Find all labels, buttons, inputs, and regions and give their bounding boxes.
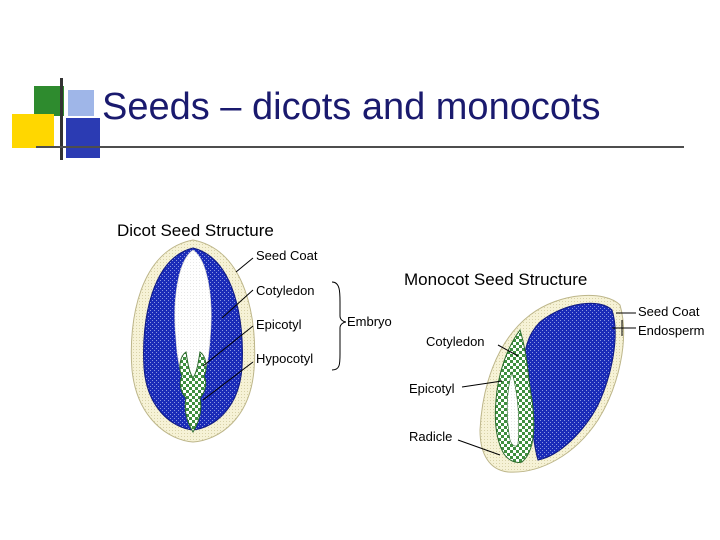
monocot-label-cotyledon: Cotyledon — [426, 334, 485, 349]
monocot-heading: Monocot Seed Structure — [404, 270, 587, 289]
monocot-seed — [479, 294, 625, 473]
deco-square-lightblue — [68, 90, 94, 116]
monocot-endosperm — [524, 302, 616, 461]
dicot-label-hypocotyl: Hypocotyl — [256, 351, 313, 366]
monocot-embryo-cleft — [506, 370, 520, 447]
deco-square-yellow — [12, 114, 54, 148]
monocot-label-endosperm: Endosperm — [638, 323, 704, 338]
monocot-label-seed-coat: Seed Coat — [638, 304, 700, 319]
deco-square-blue — [66, 118, 100, 158]
dicot-label-epicotyl: Epicotyl — [256, 317, 302, 332]
deco-vertical-line — [60, 78, 63, 160]
monocot-label-epicotyl: Epicotyl — [409, 381, 455, 396]
slide-title: Seeds – dicots and monocots — [102, 86, 601, 128]
dicot-label-cotyledon: Cotyledon — [256, 283, 315, 298]
monocot-leader-lines — [457, 312, 636, 456]
dicot-label-embryo: Embryo — [347, 314, 392, 329]
dicot-embryo — [179, 351, 207, 433]
deco-square-green — [34, 86, 64, 116]
dicot-seed — [130, 239, 256, 443]
dicot-label-seed-coat: Seed Coat — [256, 248, 318, 263]
dicot-heading: Dicot Seed Structure — [117, 221, 274, 240]
title-underline — [36, 146, 684, 148]
dicot-leader-lines — [202, 257, 347, 401]
monocot-label-radicle: Radicle — [409, 429, 452, 444]
